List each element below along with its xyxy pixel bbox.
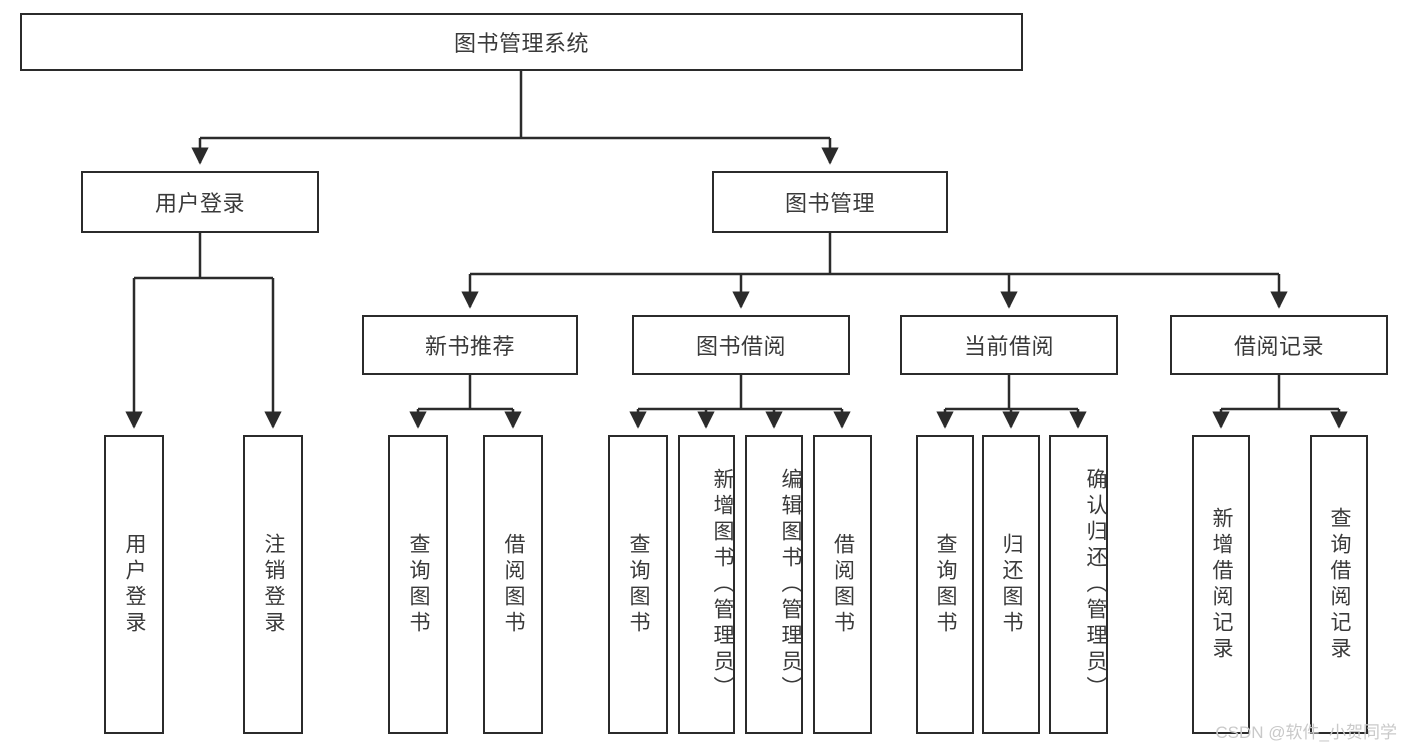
leaf-add-borrow-record-label: 新增借阅记录	[1210, 506, 1234, 663]
leaf-confirm-return[interactable]: 确认归还（管理员）	[1049, 435, 1108, 734]
leaf-confirm-return-label: 确认归还（管理员）	[1084, 467, 1107, 702]
node-borrow-record-label: 借阅记录	[1233, 334, 1324, 359]
node-book-borrow[interactable]: 图书借阅	[632, 315, 850, 375]
leaf-query-book-rec-label: 查询图书	[407, 532, 431, 637]
leaf-query-book-current-label: 查询图书	[934, 532, 958, 637]
node-user-login-label: 用户登录	[154, 191, 245, 216]
node-root-label: 图书管理系统	[453, 31, 589, 56]
watermark: CSDN @软件_小贺同学	[1215, 723, 1397, 742]
leaf-user-login[interactable]: 用户登录	[104, 435, 164, 734]
leaf-edit-book[interactable]: 编辑图书（管理员）	[745, 435, 803, 734]
node-borrow-record[interactable]: 借阅记录	[1170, 315, 1388, 375]
leaf-user-logout[interactable]: 注销登录	[243, 435, 303, 734]
leaf-add-book[interactable]: 新增图书（管理员）	[678, 435, 735, 734]
leaf-return-book[interactable]: 归还图书	[982, 435, 1040, 734]
leaf-borrow-book-label: 借阅图书	[831, 532, 855, 637]
leaf-return-book-label: 归还图书	[1000, 532, 1024, 637]
leaf-borrow-book[interactable]: 借阅图书	[813, 435, 872, 734]
node-new-book-rec[interactable]: 新书推荐	[362, 315, 578, 375]
leaf-add-borrow-record[interactable]: 新增借阅记录	[1192, 435, 1250, 734]
leaf-add-book-label: 新增图书（管理员）	[711, 467, 734, 702]
leaf-user-login-label: 用户登录	[123, 532, 147, 637]
leaf-query-borrow-record-label: 查询借阅记录	[1328, 506, 1352, 663]
node-current-borrow[interactable]: 当前借阅	[900, 315, 1118, 375]
node-book-admin-label: 图书管理	[784, 191, 875, 216]
leaf-edit-book-label: 编辑图书（管理员）	[779, 467, 802, 702]
leaf-query-book-borrow[interactable]: 查询图书	[608, 435, 668, 734]
leaf-borrow-book-rec[interactable]: 借阅图书	[483, 435, 543, 734]
node-root[interactable]: 图书管理系统	[20, 13, 1023, 71]
leaf-borrow-book-rec-label: 借阅图书	[502, 532, 526, 637]
leaf-query-borrow-record[interactable]: 查询借阅记录	[1310, 435, 1368, 734]
node-book-borrow-label: 图书借阅	[695, 334, 786, 359]
leaf-query-book-rec[interactable]: 查询图书	[388, 435, 448, 734]
leaf-user-logout-label: 注销登录	[262, 532, 286, 637]
node-new-book-rec-label: 新书推荐	[424, 334, 515, 359]
leaf-query-book-borrow-label: 查询图书	[627, 532, 651, 637]
leaf-query-book-current[interactable]: 查询图书	[916, 435, 974, 734]
node-current-borrow-label: 当前借阅	[963, 334, 1054, 359]
node-user-login[interactable]: 用户登录	[81, 171, 319, 233]
node-book-admin[interactable]: 图书管理	[712, 171, 948, 233]
